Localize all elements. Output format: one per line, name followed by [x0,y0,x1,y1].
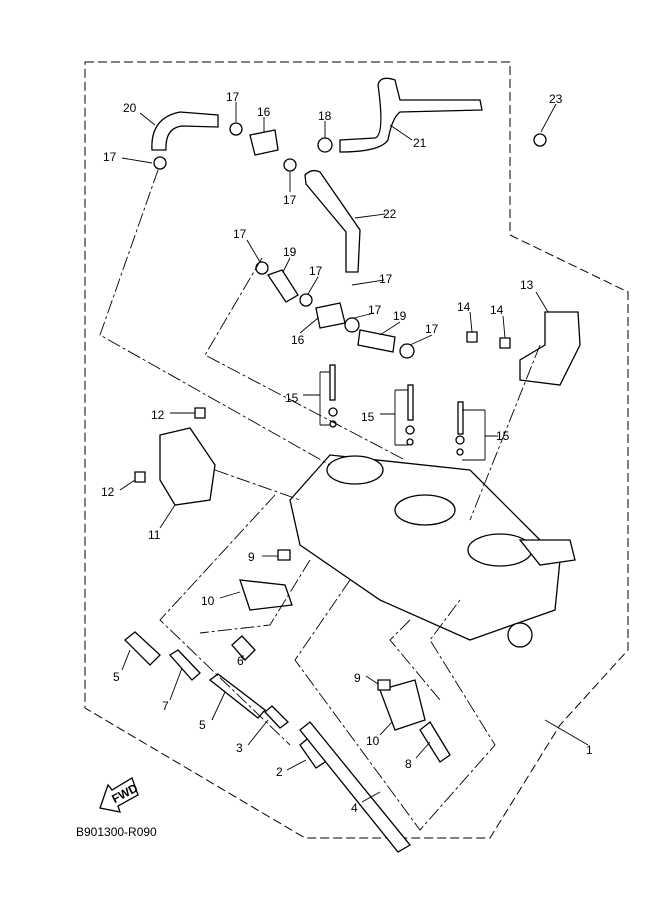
callout-10: 10 [201,594,215,608]
callout-14: 14 [490,303,504,317]
callout-20: 20 [123,101,137,115]
callout-3: 3 [236,741,243,755]
callout-5: 5 [199,718,206,732]
hose-20 [151,111,219,151]
hose-21 [339,77,483,153]
callout-17: 17 [379,272,393,286]
callout-10: 10 [366,734,380,748]
throttle-body [289,454,576,648]
callout-22: 22 [383,207,397,221]
hose-19a [266,269,299,303]
hose-8 [419,721,451,763]
clamp-18 [317,137,333,153]
reference-lines [99,169,541,831]
callout-16: 16 [257,105,271,119]
callout-16: 16 [291,333,305,347]
callout-1: 1 [586,743,593,757]
hose-19b [357,329,396,353]
callout-19: 19 [393,309,407,323]
hose-6 [231,635,256,661]
leader-lines [119,102,589,803]
callout-13: 13 [520,278,534,292]
clamp-17 [229,122,243,136]
sensor-10a [239,579,293,611]
callout-8: 8 [405,757,412,771]
clamp-17 [299,293,313,307]
clamp-17 [283,158,297,172]
assembly-boundary [84,61,629,839]
pipe-7 [169,649,201,681]
hose-5b [208,673,266,719]
clamp-17 [153,156,167,170]
callout-15: 15 [285,391,299,405]
callout-4: 4 [351,801,358,815]
callout-21: 21 [413,136,427,150]
callout-5: 5 [113,670,120,684]
callout-17: 17 [425,322,439,336]
callout-19: 19 [283,245,297,259]
clamp-17 [255,261,269,275]
callout-17: 17 [103,150,117,164]
callout-2: 2 [276,765,283,779]
callout-9: 9 [354,671,361,685]
screw-set-15 [328,364,465,456]
hose-5 [124,631,161,666]
screw-12 [134,471,146,483]
callouts: 1 2 3 4 5 5 6 7 8 9 9 10 10 11 12 12 13 … [101,90,593,815]
clamp-23 [533,133,547,147]
hose-22 [304,169,361,273]
reference-code: B901300-R090 [76,825,157,839]
callout-17: 17 [283,193,297,207]
callout-9: 9 [248,550,255,564]
screw-14 [466,331,478,343]
callout-17: 17 [233,227,247,241]
callout-18: 18 [318,109,332,123]
callout-12: 12 [151,408,165,422]
callout-23: 23 [549,92,563,106]
callout-17: 17 [309,264,323,278]
sensor-11 [159,427,216,506]
clamp-17 [344,317,360,333]
callout-15: 15 [361,410,375,424]
callout-17: 17 [226,90,240,104]
screw-9 [277,549,291,561]
clamp-17 [399,343,415,359]
joint-16a [249,129,279,156]
screw-14 [499,337,511,349]
sensor-13 [519,311,581,386]
callout-6: 6 [237,654,244,668]
hose-4 [299,721,411,853]
callout-17: 17 [368,303,382,317]
callout-14: 14 [457,300,471,314]
pipe-3 [264,705,289,729]
fwd-arrow-icon: FWD [99,777,140,813]
callout-11: 11 [148,528,161,542]
screw-9 [377,679,391,691]
callout-12: 12 [101,485,115,499]
screw-12 [194,407,206,419]
callout-15: 15 [496,429,510,443]
sensor-10b [379,679,426,731]
joint-16b [315,302,346,329]
callout-7: 7 [162,699,169,713]
